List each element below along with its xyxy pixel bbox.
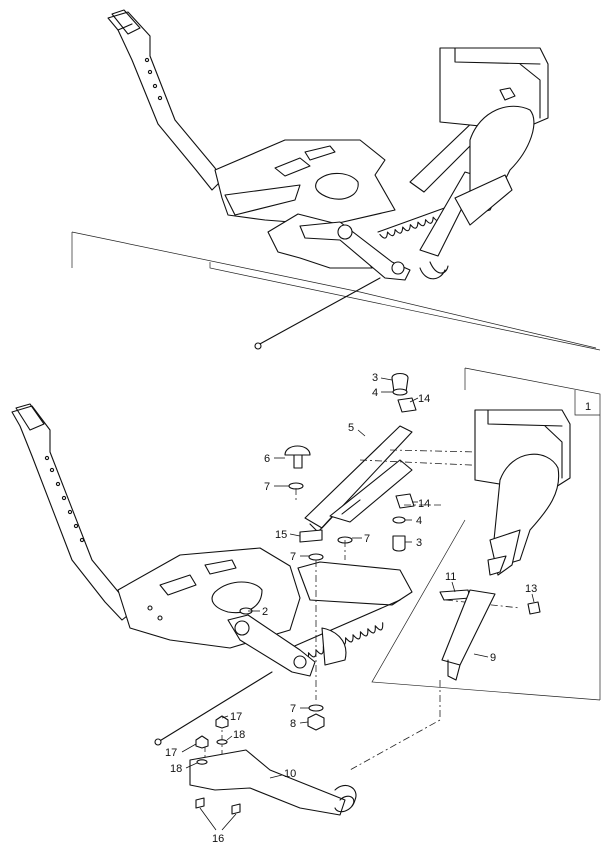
callout-7-c: 7 [290, 551, 296, 563]
callout-16: 16 [212, 833, 224, 845]
callout-9: 9 [490, 652, 496, 664]
exploded-view [11, 367, 601, 816]
washer-7-c [308, 553, 324, 561]
motor-housing-edges [487, 409, 563, 479]
assembled-support-rod [107, 11, 223, 191]
clip-14-lower [395, 493, 415, 509]
callout-10: 10 [284, 768, 296, 780]
callout-7-b: 7 [364, 533, 370, 545]
item-1-outline [371, 367, 601, 701]
plate-10-hook [334, 785, 357, 813]
exploded-rod-cap [15, 403, 45, 431]
assembled-lower-bracket [267, 213, 373, 269]
callout-15: 15 [275, 529, 287, 541]
exploded-long-link-5 [304, 425, 413, 529]
assembled-reference-plane [71, 231, 601, 351]
callout-14-upper: 14 [418, 393, 430, 405]
nut-17-b [195, 735, 209, 749]
exploded-arm [227, 614, 316, 677]
alignment-lines [295, 449, 493, 700]
assembled-motor-edges [454, 47, 541, 119]
assembled-spring-axis [377, 205, 451, 233]
bracket-9 [441, 589, 496, 666]
assembled-arm [299, 221, 411, 281]
item-1-label-box [574, 390, 600, 416]
bolt-6-shank [293, 454, 303, 469]
nut-13 [527, 601, 541, 615]
assembled-actuator-clamp [454, 174, 513, 226]
callout-4-lower: 4 [416, 515, 422, 527]
assembled-pull-rod [257, 277, 381, 346]
callout-17-b: 17 [165, 747, 177, 759]
bolt-3-lower [392, 535, 406, 552]
callout-4-upper: 4 [372, 387, 378, 399]
washer-7-d [308, 704, 324, 712]
callout-17-a: 17 [230, 711, 242, 723]
callout-11: 11 [445, 571, 456, 583]
callout-5: 5 [348, 422, 354, 434]
callout-2: 2 [262, 606, 268, 618]
callout-18-b: 18 [170, 763, 182, 775]
callout-8: 8 [290, 718, 296, 730]
exploded-upper-bracket [297, 561, 413, 606]
callout-7-a: 7 [264, 481, 270, 493]
washer-18-b [196, 759, 208, 765]
exploded-spring-axis [289, 599, 401, 649]
callout-14-lower: 14 [418, 498, 430, 510]
callout-1: 1 [585, 401, 591, 413]
actuator-end [487, 555, 507, 576]
callout-3-lower: 3 [416, 537, 422, 549]
assembled-lower-plate [224, 184, 301, 216]
assembled-plate-slots [274, 145, 336, 177]
bracket-9-tab [447, 659, 461, 681]
exploded-link-slot [341, 499, 361, 515]
callout-3-upper: 3 [372, 372, 378, 384]
callout-6: 6 [264, 453, 270, 465]
assembled-view [71, 9, 601, 351]
exploded-spring-end [321, 627, 347, 666]
nut-17-a [215, 715, 229, 729]
washer-18-a [216, 739, 228, 745]
assembled-hook [419, 261, 449, 280]
exploded-pull-rod [157, 671, 273, 743]
callout-7-d: 7 [290, 703, 296, 715]
bolt-3-upper [391, 372, 409, 393]
bolts-16 [195, 797, 241, 815]
assembled-plate-cutout [315, 172, 359, 200]
nut-8 [307, 713, 325, 731]
plate-10 [189, 749, 346, 816]
assembled-rod-cap [111, 9, 141, 35]
exploded-slotted-link [329, 459, 413, 523]
callout-18-a: 18 [233, 729, 245, 741]
callout-labels: 1 2 3 3 4 4 5 6 7 7 7 7 8 9 10 11 13 [165, 372, 591, 845]
callout-13: 13 [525, 583, 537, 595]
bolt-15 [299, 529, 323, 543]
exploded-plate-slots [159, 559, 237, 596]
bolt-6-head [284, 445, 311, 456]
exploded-support-rod [11, 405, 133, 621]
assembled-actuator-cap [499, 87, 516, 101]
exploded-plate-cutout [211, 581, 263, 614]
plate-10-hook-inner [339, 795, 355, 807]
